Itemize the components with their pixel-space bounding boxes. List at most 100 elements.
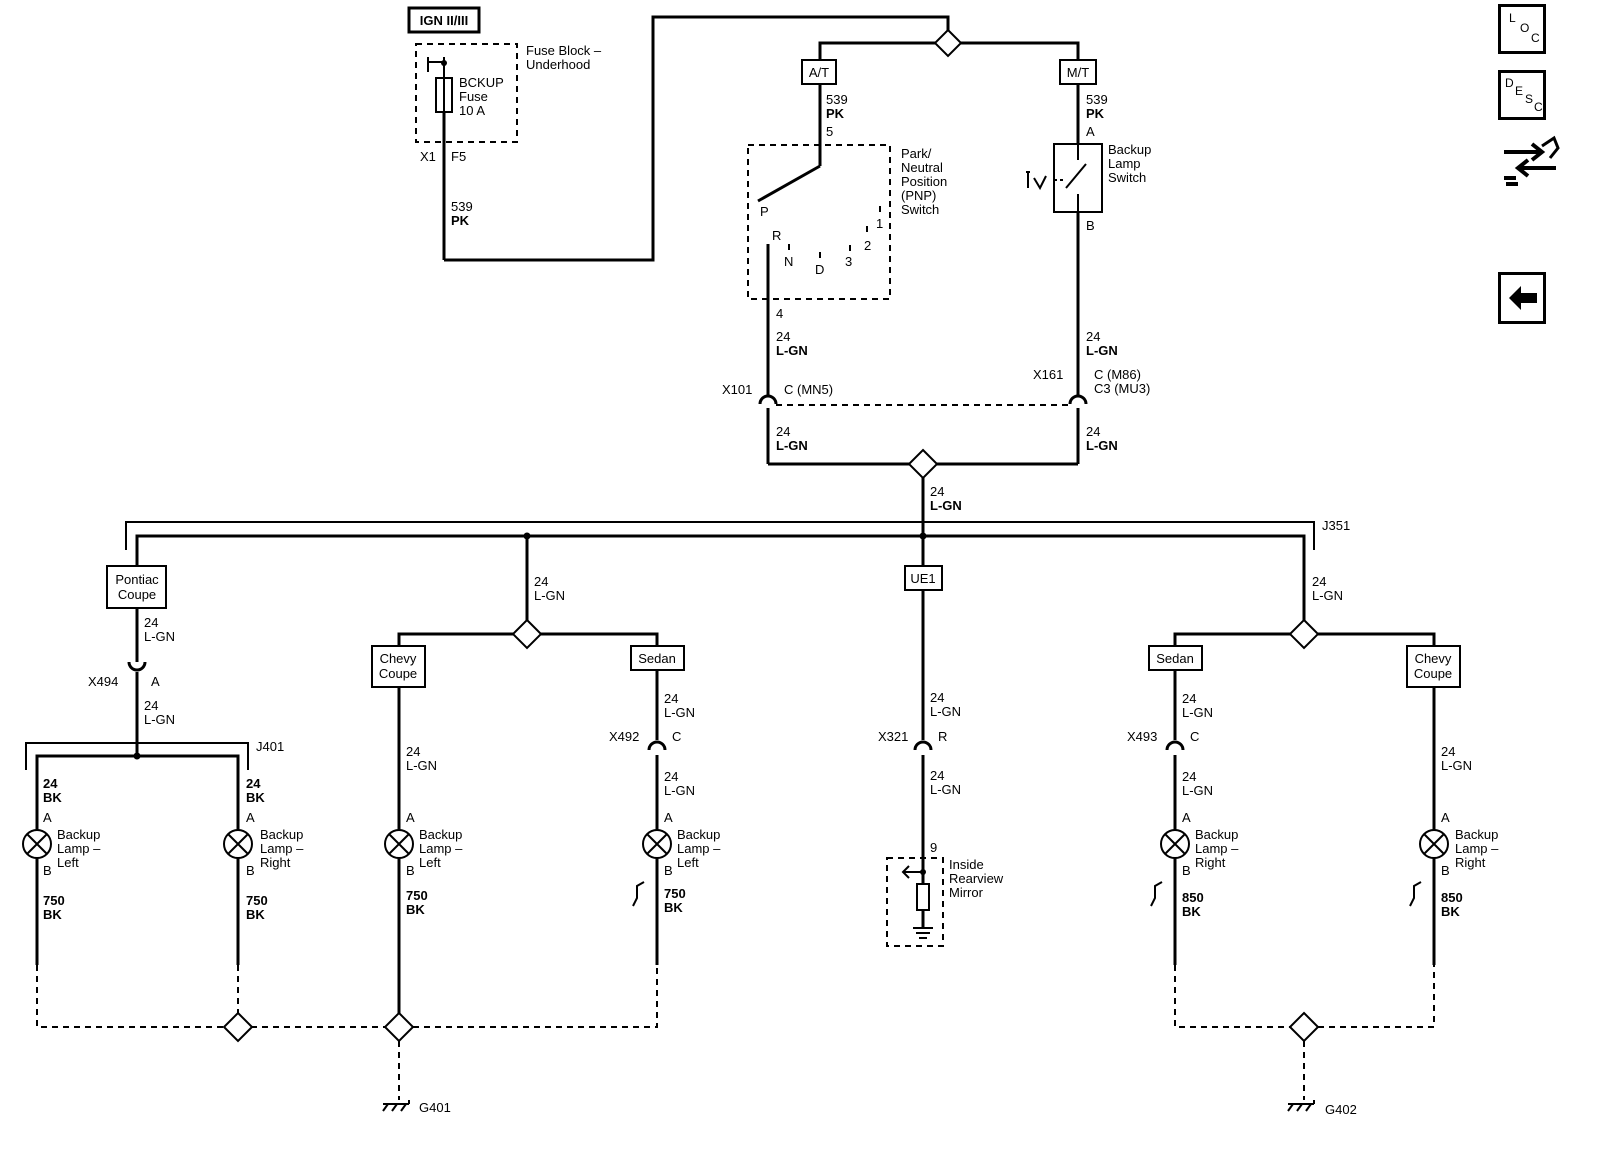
rg-sedan-name-3: Right xyxy=(1195,855,1226,870)
lg-chevy-out-color: BK xyxy=(406,902,425,917)
mt-wire-num: 539 xyxy=(1086,92,1108,107)
mt-wire3-num: 24 xyxy=(1086,424,1100,439)
mt-wire2-num: 24 xyxy=(1086,329,1100,344)
x492-pin: C xyxy=(672,729,681,744)
lg-sedan-name-2: Lamp – xyxy=(677,841,721,856)
rg-sedan-out-num: 850 xyxy=(1182,890,1204,905)
pnp-pos-p: P xyxy=(760,204,769,219)
mirror-wire1-num: 24 xyxy=(930,690,944,705)
rg-chevy-label-2: Coupe xyxy=(1414,666,1452,681)
rg-sedan-wire2-num: 24 xyxy=(1182,769,1196,784)
mirror-resistor xyxy=(916,883,930,911)
j351-label: J351 xyxy=(1322,518,1350,533)
ue1-option-box xyxy=(904,565,943,591)
pnp-pos-1: 1 xyxy=(876,216,883,231)
p-right-pin-b: B xyxy=(246,863,255,878)
fuse-name-2: Fuse xyxy=(459,89,488,104)
x321-connector: X321 xyxy=(878,729,908,744)
x161-pin-1: C (M86) xyxy=(1094,367,1141,382)
lg-chevy-out-num: 750 xyxy=(406,888,428,903)
pontiac-wire1-color: L-GN xyxy=(144,629,175,644)
merge-splice-diamond xyxy=(907,448,939,480)
pontiac-coupe-box xyxy=(106,565,167,609)
lg-sedan-pin-b: B xyxy=(664,863,673,878)
x494-connector-symbol xyxy=(127,661,147,672)
p-left-name-2: Lamp – xyxy=(57,841,101,856)
lg-chevy-name-1: Backup xyxy=(419,827,462,842)
p-left-wire-color: BK xyxy=(43,790,62,805)
desc-letter-c: C xyxy=(1534,100,1543,114)
lg-sedan-out-color: BK xyxy=(664,900,683,915)
mirror-outline xyxy=(886,857,944,947)
rg-sedan-pin-a: A xyxy=(1182,810,1191,825)
mt-pin-top: A xyxy=(1086,124,1095,139)
x161-pin-2: C3 (MU3) xyxy=(1094,381,1150,396)
g401-dashed-ground-bus xyxy=(36,965,658,1028)
p-right-name-1: Backup xyxy=(260,827,303,842)
fuse-block-name-1: Fuse Block – xyxy=(526,43,602,58)
mt-wire-color: PK xyxy=(1086,106,1105,121)
x494-connector: X494 xyxy=(88,674,118,689)
ue1-label: UE1 xyxy=(910,571,935,586)
rg-chevy-out-color: BK xyxy=(1441,904,1460,919)
rg-chevy-wire-color: L-GN xyxy=(1441,758,1472,773)
rg-chevy-coupe-box xyxy=(1406,645,1461,688)
loc-letter-l: L xyxy=(1509,11,1516,25)
lg-chevy-wire-color: L-GN xyxy=(406,758,437,773)
rg-sedan-label: Sedan xyxy=(1156,651,1194,666)
mirror-ground-icon xyxy=(913,927,933,939)
p-right-name-2: Lamp – xyxy=(260,841,304,856)
loc-button[interactable]: L O C xyxy=(1498,4,1546,54)
g401-splice-diamond-1 xyxy=(222,1011,254,1043)
mirror-pin: 9 xyxy=(930,840,937,855)
p-right-out-num: 750 xyxy=(246,893,268,908)
lg-sedan-out-num: 750 xyxy=(664,886,686,901)
mt-wire2-color: L-GN xyxy=(1086,343,1118,358)
p-left-pin-b: B xyxy=(43,863,52,878)
lg-chevy-name-2: Lamp – xyxy=(419,841,463,856)
bls-name-1: Backup xyxy=(1108,142,1151,157)
lg-sedan-pin-a: A xyxy=(664,810,673,825)
rg-wire-color: L-GN xyxy=(1312,588,1343,603)
rg-sedan-pin-b: B xyxy=(1182,863,1191,878)
x494-pin: A xyxy=(151,674,160,689)
ign-label: IGN II/III xyxy=(420,13,468,28)
mirror-arrow xyxy=(901,865,923,879)
lg-wire-color: L-GN xyxy=(534,588,565,603)
lg-sedan-wire1-color: L-GN xyxy=(664,705,695,720)
power-wire-color: PK xyxy=(451,213,470,228)
p-right-pin-a: A xyxy=(246,810,255,825)
rg-wire-num: 24 xyxy=(1312,574,1326,589)
rg-sedan-ground-symbol xyxy=(1150,881,1163,907)
at-wire3-color: L-GN xyxy=(776,438,808,453)
desc-button[interactable]: D E S C xyxy=(1498,70,1546,120)
desc-letter-s: S xyxy=(1525,92,1534,106)
g401-label: G401 xyxy=(419,1100,451,1115)
rg-sedan-box xyxy=(1148,645,1203,671)
pontiac-label-2: Coupe xyxy=(118,587,156,602)
at-wire-color: PK xyxy=(826,106,845,121)
pnp-contact-ticks xyxy=(788,206,881,258)
rg-sedan-name-1: Backup xyxy=(1195,827,1238,842)
lg-chevy-name-3: Left xyxy=(419,855,441,870)
power-wire-num: 539 xyxy=(451,199,473,214)
mt-option-box xyxy=(1059,59,1097,85)
g402-label: G402 xyxy=(1325,1102,1357,1117)
mirror-name-3: Mirror xyxy=(949,885,984,900)
g402-dashed-ground-bus xyxy=(1174,965,1435,1028)
desc-letter-d: D xyxy=(1505,76,1514,90)
connector-repair-icon[interactable] xyxy=(1500,134,1560,192)
x321-connector-symbol xyxy=(913,740,933,751)
rg-sedan-out-color: BK xyxy=(1182,904,1201,919)
back-button[interactable] xyxy=(1498,272,1546,324)
trunk-wire-num: 24 xyxy=(930,484,944,499)
rg-chevy-label-1: Chevy xyxy=(1415,651,1452,666)
mt-pin-bottom: B xyxy=(1086,218,1095,233)
pnp-pos-2: 2 xyxy=(864,238,871,253)
mt-wire3-color: L-GN xyxy=(1086,438,1118,453)
fuse-block-name-2: Underhood xyxy=(526,57,590,72)
pnp-pos-n: N xyxy=(784,254,793,269)
left-group-splice-diamond xyxy=(511,618,543,650)
fuse-pin: F5 xyxy=(451,149,466,164)
lg-chevy-wire-num: 24 xyxy=(406,744,420,759)
